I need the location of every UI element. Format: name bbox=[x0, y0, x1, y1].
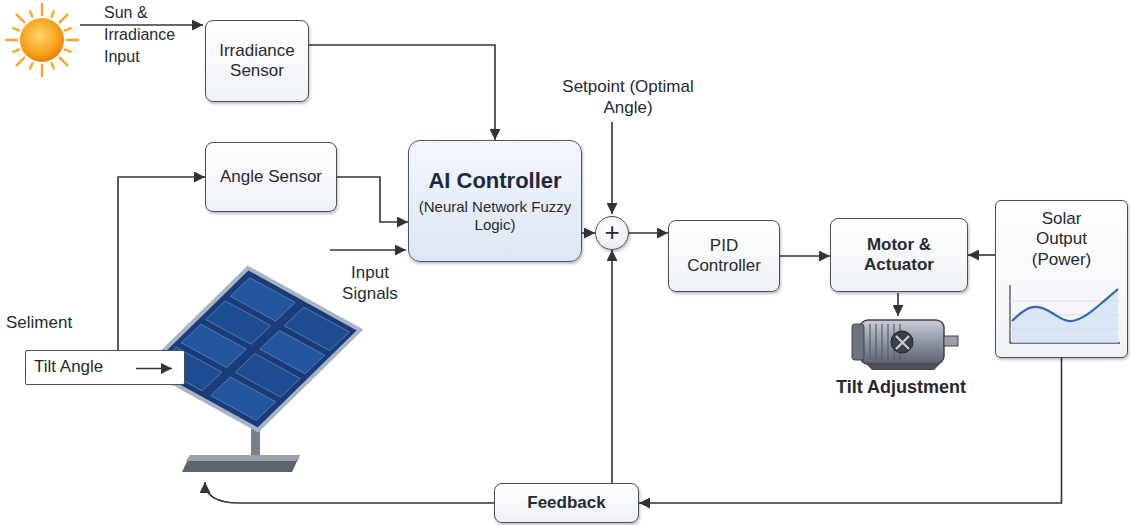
sensor-box: Irradiance Sensor bbox=[205, 20, 309, 102]
action-label: Tilt Adjustment bbox=[836, 376, 986, 399]
sun-ray bbox=[30, 63, 32, 69]
sun-ray bbox=[65, 50, 71, 52]
signal-arrow bbox=[309, 45, 495, 140]
signal-label: Input Signals bbox=[330, 262, 410, 305]
sun-ray bbox=[41, 65, 43, 76]
signal-arrow bbox=[639, 358, 1062, 503]
input-arrow bbox=[330, 249, 406, 251]
signal-arrow bbox=[780, 255, 830, 257]
part-label: Seliment bbox=[6, 312, 96, 333]
box-title: Motor & Actuator bbox=[839, 235, 959, 276]
sun-ray bbox=[60, 58, 68, 66]
signal-arrow bbox=[968, 254, 995, 256]
sun-ray bbox=[13, 28, 19, 30]
box-title: Angle Sensor bbox=[220, 167, 322, 187]
sensor-box: Angle Sensor bbox=[205, 142, 337, 212]
box-title: + bbox=[604, 219, 619, 245]
signal-arrow bbox=[582, 232, 595, 234]
signal-arrow bbox=[611, 250, 613, 483]
sun-ray bbox=[30, 11, 32, 17]
power-chart bbox=[996, 281, 1126, 351]
motor-arrow bbox=[897, 293, 899, 316]
sun-ray bbox=[41, 4, 43, 15]
motor-rib bbox=[869, 324, 870, 360]
sun-ray bbox=[52, 11, 54, 17]
box-title: AI Controller bbox=[428, 168, 561, 194]
motor-rib bbox=[887, 324, 888, 360]
motor-icon bbox=[852, 320, 958, 370]
controller-box: AI Controller (Neural Network Fuzzy Logic… bbox=[408, 140, 582, 262]
sun-arrow bbox=[80, 24, 203, 26]
sun-ray bbox=[17, 58, 25, 66]
box-title: Solar Output (Power) bbox=[1023, 209, 1101, 270]
sun-ray bbox=[13, 50, 19, 52]
sun-disk bbox=[20, 18, 64, 62]
feedback-box: Feedback bbox=[494, 483, 639, 523]
process-box: Motor & Actuator bbox=[830, 218, 968, 292]
process-box: PID Controller bbox=[668, 220, 780, 292]
signal-arrow bbox=[118, 177, 205, 350]
feedback-panel-arrow bbox=[205, 482, 494, 503]
sun-ray bbox=[17, 15, 25, 23]
tilt-arrow bbox=[130, 351, 180, 386]
angle-box: Tilt Angle bbox=[25, 350, 185, 385]
signal-arrow bbox=[629, 232, 668, 234]
box-title: Tilt Angle bbox=[34, 357, 103, 377]
panel-frame bbox=[146, 268, 360, 430]
panel-cell bbox=[284, 307, 349, 350]
box-subtitle: (Neural Network Fuzzy Logic) bbox=[409, 198, 581, 234]
sun-ray bbox=[60, 15, 68, 23]
box-title: Irradiance Sensor bbox=[213, 41, 301, 82]
motor-rib bbox=[881, 324, 882, 360]
box-title: PID Controller bbox=[676, 236, 772, 277]
input-label: Sun & Irradiance Input bbox=[104, 2, 204, 68]
panel-base-top bbox=[186, 455, 300, 461]
sun-icon bbox=[6, 4, 78, 76]
sun-ray bbox=[6, 39, 17, 41]
panel-base bbox=[182, 455, 300, 472]
signal-arrow bbox=[337, 177, 408, 222]
output-box: Solar Output (Power) bbox=[995, 200, 1128, 358]
sun-ray bbox=[67, 39, 78, 41]
box-title: Feedback bbox=[527, 493, 605, 513]
sun-ray bbox=[65, 28, 71, 30]
setpoint-arrow bbox=[611, 122, 613, 214]
summing-junction: + bbox=[595, 216, 629, 250]
panel-cell bbox=[230, 278, 295, 321]
setpoint-label: Setpoint (Optimal Angle) bbox=[558, 76, 698, 119]
motor-rib bbox=[875, 324, 876, 360]
sun-ray bbox=[52, 63, 54, 69]
